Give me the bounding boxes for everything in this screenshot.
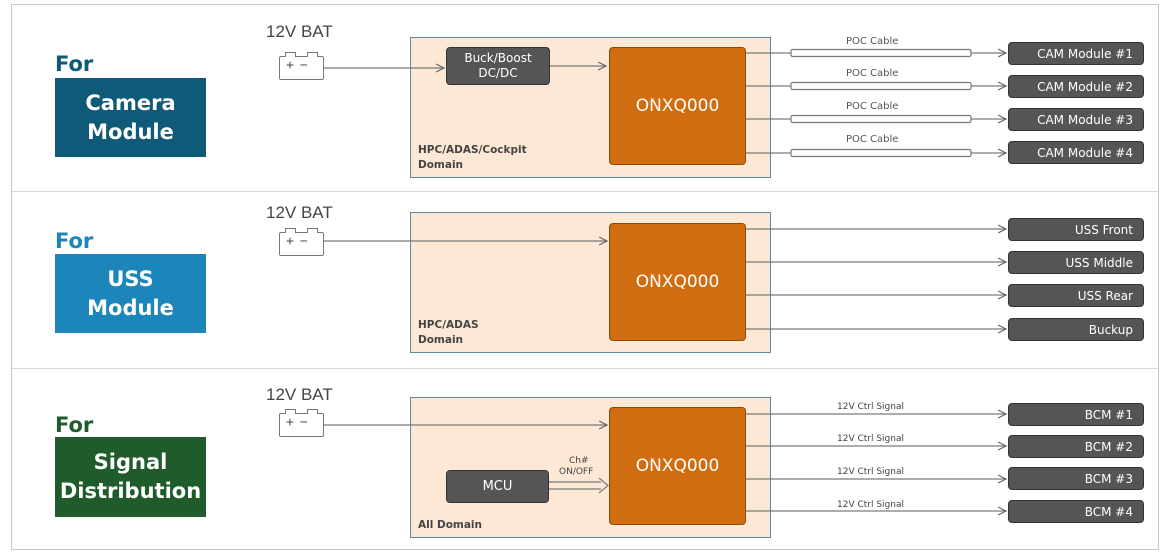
- signal-for-label: For: [55, 413, 94, 437]
- cam-module-4: CAM Module #4: [1008, 141, 1144, 164]
- uss-battery-label: 12V BAT: [266, 203, 333, 222]
- uss-front: USS Front: [1008, 218, 1144, 241]
- poc-cable-3: [746, 116, 1006, 123]
- uss-rear: USS Rear: [1008, 284, 1144, 307]
- cam-module-3: CAM Module #3: [1008, 108, 1144, 131]
- poc-cable-1: [746, 50, 1006, 57]
- bcm-2: BCM #2: [1008, 435, 1144, 458]
- section-divider-2: [12, 368, 1158, 369]
- mcu-box: MCU: [446, 470, 549, 503]
- section-divider-1: [12, 191, 1158, 192]
- uss-module-box: USS Module: [55, 254, 206, 333]
- on-off-label: ON/OFF: [559, 467, 594, 477]
- camera-module-line1: Camera: [85, 90, 176, 115]
- uss-middle: USS Middle: [1008, 251, 1144, 274]
- signal-module-line1: Signal: [93, 450, 168, 474]
- signal-domain-label: All Domain: [418, 519, 483, 531]
- poc-cable-label-1: POC Cable: [846, 36, 899, 47]
- camera-battery-icon: +−: [279, 52, 324, 80]
- camera-for-label: For: [55, 52, 94, 76]
- ch-label: Ch#: [569, 456, 589, 466]
- signal-battery-label: 12V BAT: [266, 385, 333, 404]
- uss-battery-icon: +−: [279, 228, 324, 256]
- ctrl-signal-label-4: 12V Ctrl Signal: [837, 500, 904, 510]
- uss-chip: ONXQ000: [609, 223, 746, 341]
- bcm-3: BCM #3: [1008, 467, 1144, 490]
- camera-module-line2: Module: [87, 119, 174, 144]
- camera-battery-label: 12V BAT: [266, 22, 333, 41]
- camera-chip: ONXQ000: [609, 47, 746, 165]
- poc-cable-2: [746, 83, 1006, 90]
- poc-cable-label-3: POC Cable: [846, 101, 899, 112]
- ctrl-signal-label-3: 12V Ctrl Signal: [837, 467, 904, 477]
- uss-buckup: Buckup: [1008, 318, 1144, 341]
- uss-module-line2: Module: [87, 295, 174, 320]
- ctrl-signal-label-1: 12V Ctrl Signal: [837, 402, 904, 412]
- mcu-to-chip-arrow: [549, 477, 609, 494]
- signal-module-line2: Distribution: [59, 479, 202, 503]
- camera-module-box: Camera Module: [55, 78, 206, 157]
- bcm-1: BCM #1: [1008, 403, 1144, 426]
- ctrl-signal-label-2: 12V Ctrl Signal: [837, 434, 904, 444]
- signal-chip: ONXQ000: [609, 407, 746, 525]
- cam-module-1: CAM Module #1: [1008, 42, 1144, 65]
- poc-cable-4: [746, 150, 1006, 157]
- cam-module-2: CAM Module #2: [1008, 75, 1144, 98]
- poc-cable-label-4: POC Cable: [846, 134, 899, 145]
- outer-border: [11, 4, 1159, 550]
- signal-module-box: Signal Distribution: [55, 437, 206, 517]
- camera-domain-label: HPC/ADAS/Cockpit Domain: [418, 144, 527, 171]
- signal-battery-icon: +−: [279, 409, 324, 437]
- uss-module-line1: USS: [107, 266, 154, 291]
- buck-boost-converter: Buck/Boost DC/DC: [446, 47, 550, 85]
- poc-cable-label-2: POC Cable: [846, 68, 899, 79]
- bcm-4: BCM #4: [1008, 500, 1144, 523]
- uss-for-label: For: [55, 229, 94, 253]
- uss-domain-label: HPC/ADAS Domain: [418, 319, 479, 346]
